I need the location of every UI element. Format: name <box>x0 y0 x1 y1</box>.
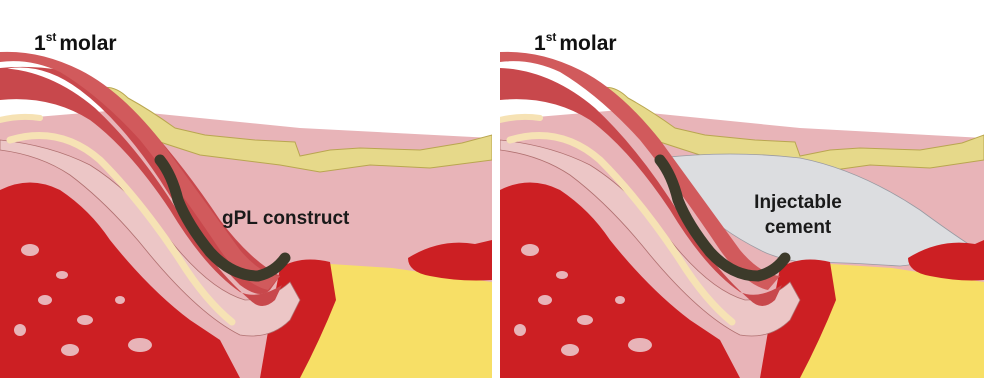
title-word: molar <box>59 32 116 55</box>
title-number: 1 <box>34 32 46 55</box>
pulp-canal-branch <box>0 117 40 120</box>
title-word: molar <box>559 32 616 55</box>
title-superscript: st <box>546 30 557 44</box>
title-superscript: st <box>46 30 57 44</box>
label-injectable-cement: Injectable cement <box>738 190 858 240</box>
label-line-1: Injectable <box>738 190 858 215</box>
title-number: 1 <box>534 32 546 55</box>
dental-diagram-cement <box>500 0 984 378</box>
label-line-2: cement <box>738 215 858 240</box>
label-gpl-construct: gPL construct <box>222 206 349 231</box>
pulp-canal-branch <box>500 117 540 120</box>
dental-diagram-gpl <box>0 0 492 378</box>
